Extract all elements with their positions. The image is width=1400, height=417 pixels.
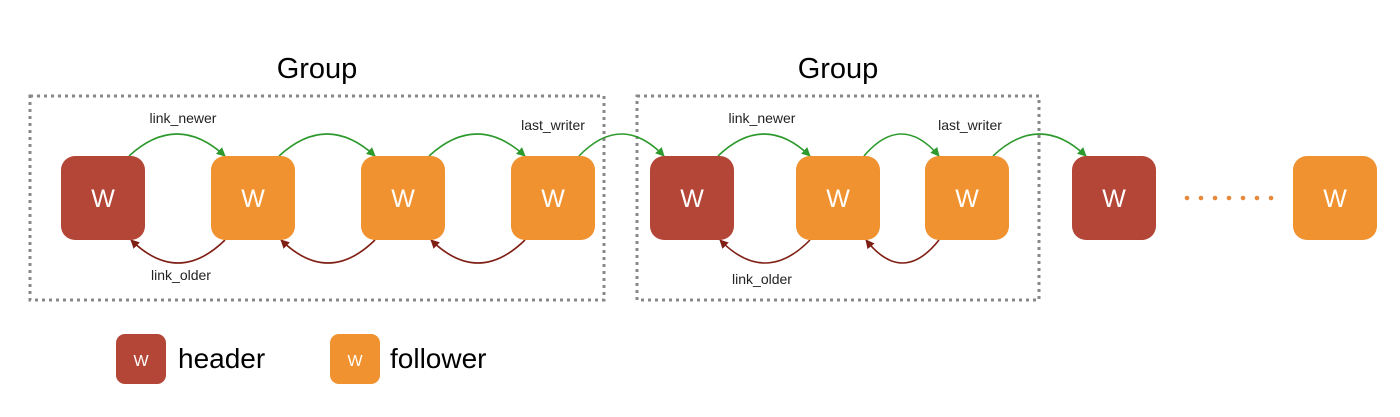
node-header-1: W — [61, 156, 145, 240]
node-label: W — [541, 185, 565, 213]
node-label: W — [680, 185, 704, 213]
node-follower-2: W — [211, 156, 295, 240]
edge-older-n6-n5 — [719, 239, 811, 264]
node-label: W — [241, 185, 265, 213]
edge-newer-n4-n5 — [578, 133, 665, 157]
edges — [128, 133, 1087, 264]
g1-last-writer-label: last_writer — [521, 117, 585, 133]
g2-last-writer-label: last_writer — [938, 117, 1002, 133]
g2-link-newer-label: link_newer — [729, 110, 796, 126]
legend: W header W follower — [116, 334, 486, 384]
legend-follower-text: follower — [390, 343, 486, 374]
edge-newer-n6-n7 — [863, 133, 940, 157]
node-label: W — [1323, 185, 1347, 213]
legend-header-swatch — [116, 334, 166, 384]
group-2-border — [635, 94, 1041, 302]
node-box — [61, 156, 145, 240]
group-2: Group — [635, 53, 1041, 302]
legend-follower: W follower — [330, 334, 486, 384]
legend-follower-icon-label: W — [347, 353, 363, 370]
node-label: W — [391, 185, 415, 213]
node-box — [1293, 156, 1377, 240]
node-box — [211, 156, 295, 240]
edge-newer-n1-n2 — [128, 133, 226, 157]
group-1-border — [28, 94, 606, 302]
node-label: W — [1102, 185, 1126, 213]
node-box — [796, 156, 880, 240]
edge-newer-n5-n6 — [717, 133, 811, 157]
g1-link-older-label: link_older — [151, 267, 211, 283]
node-follower-6: W — [796, 156, 880, 240]
g2-link-older-label: link_older — [732, 271, 792, 287]
node-header-8: W — [1072, 156, 1156, 240]
ellipsis-dots — [1184, 195, 1274, 201]
edge-newer-n2-n3 — [278, 133, 376, 157]
edge-older-n3-n2 — [280, 239, 376, 264]
g1-link-newer-label: link_newer — [150, 110, 217, 126]
node-box — [361, 156, 445, 240]
legend-follower-swatch — [330, 334, 380, 384]
node-box — [925, 156, 1009, 240]
node-box — [511, 156, 595, 240]
edge-newer-n3-n4 — [428, 133, 526, 157]
legend-header-text: header — [178, 343, 265, 374]
edge-newer-n7-n8 — [992, 133, 1087, 157]
node-box — [1072, 156, 1156, 240]
group-2-title: Group — [798, 53, 879, 85]
node-follower-3: W — [361, 156, 445, 240]
edge-older-n2-n1 — [130, 239, 226, 264]
legend-header: W header — [116, 334, 265, 384]
node-label: W — [955, 185, 979, 213]
group-1: Group — [28, 53, 606, 302]
legend-header-icon-label: W — [133, 353, 149, 370]
node-box — [650, 156, 734, 240]
node-label: W — [826, 185, 850, 213]
node-follower-7: W — [925, 156, 1009, 240]
node-label: W — [91, 185, 115, 213]
node-follower-4: W — [511, 156, 595, 240]
edge-older-n4-n3 — [430, 239, 526, 264]
node-follower-9: W — [1293, 156, 1377, 240]
edge-older-n7-n6 — [865, 239, 940, 264]
node-header-5: W — [650, 156, 734, 240]
group-1-title: Group — [277, 53, 358, 85]
